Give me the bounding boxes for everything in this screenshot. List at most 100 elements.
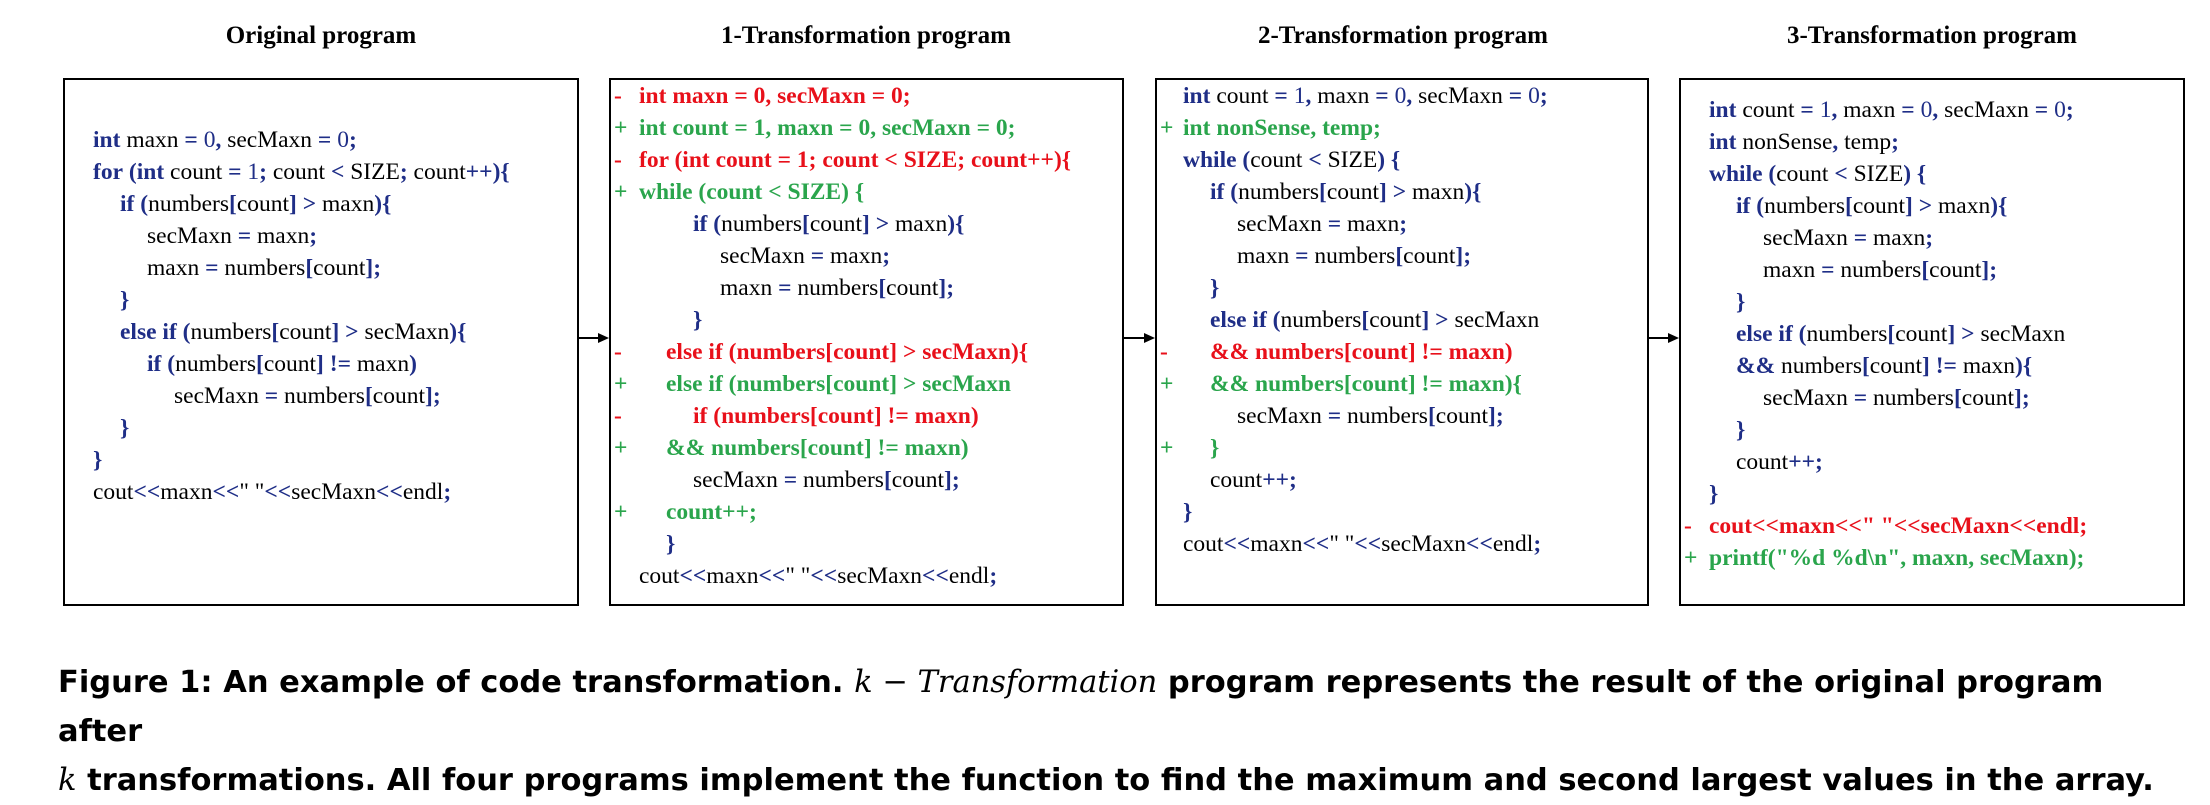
diff-marker: +: [1160, 371, 1174, 397]
code-line: int count = 1, maxn = 0, secMaxn = 0;: [1681, 94, 2183, 126]
code-line: -else if (numbers[count] > secMaxn){: [611, 336, 1122, 368]
panel-2-transformation: int count = 1, maxn = 0, secMaxn = 0; + in…: [1155, 78, 1649, 606]
code-line: else if (numbers[count] > secMaxn: [1157, 304, 1647, 336]
code-2-transformation: int count = 1, maxn = 0, secMaxn = 0; + in…: [1157, 80, 1647, 560]
code-text: maxn = numbers[count];: [1237, 243, 1472, 269]
code-line: }: [611, 528, 1122, 560]
code-text: cout<<maxn<<" "<<secMaxn<<endl;: [1709, 513, 2088, 539]
code-text: if (numbers[count] != maxn): [693, 403, 979, 429]
code-line: + count++;: [611, 496, 1122, 528]
code-line: else if (numbers[count] > secMaxn){: [65, 316, 577, 348]
diff-marker: +: [614, 435, 628, 461]
code-line: }: [1681, 286, 2183, 318]
code-line: int count = 1, maxn = 0, secMaxn = 0;: [1157, 80, 1647, 112]
title-1-transformation: 1-Transformation program: [720, 22, 1011, 49]
diff-marker: +: [1684, 545, 1698, 571]
code-line: maxn = numbers[count];: [1681, 254, 2183, 286]
code-text: if (numbers[count] > maxn){: [1210, 179, 1482, 205]
code-text: && numbers[count] != maxn){: [1210, 371, 1522, 397]
code-text: else if (numbers[count] > secMaxn){: [120, 319, 467, 345]
figure-caption: Figure 1: An example of code transformat…: [58, 658, 2188, 805]
diff-marker: +: [1160, 435, 1174, 461]
diff-marker: +: [1160, 115, 1174, 141]
figure: Original program 1-Transformation progra…: [58, 22, 2185, 798]
code-line: }: [65, 412, 577, 444]
code-line: if (numbers[count] > maxn){: [611, 208, 1122, 240]
code-text: if (numbers[count] > maxn){: [120, 191, 392, 217]
diff-marker: +: [614, 179, 628, 205]
code-line: secMaxn = maxn;: [1157, 208, 1647, 240]
code-text: cout<<maxn<<" "<<secMaxn<<endl;: [93, 479, 452, 505]
code-text: int count = 1, maxn = 0, secMaxn = 0;: [1183, 83, 1548, 109]
caption-label: Figure 1: An example of code transformat…: [58, 665, 844, 700]
caption-math-k: k: [58, 763, 77, 798]
code-text: int count = 1, maxn = 0, secMaxn = 0;: [639, 115, 1016, 141]
arrow-right-icon: [579, 332, 609, 344]
code-line: maxn = numbers[count];: [65, 252, 577, 284]
code-text: }: [1210, 435, 1220, 461]
code-line: while (count < SIZE) {: [1157, 144, 1647, 176]
diff-marker: +: [614, 499, 628, 525]
code-line: for (int count = 1; count < SIZE; count+…: [65, 156, 577, 188]
diff-marker: -: [1684, 513, 1692, 539]
arrow-right-icon: [1649, 332, 1679, 344]
diff-marker: -: [1160, 339, 1168, 365]
code-text: secMaxn = numbers[count];: [174, 383, 441, 409]
code-text: secMaxn = numbers[count];: [1237, 403, 1504, 429]
code-text: cout<<maxn<<" "<<secMaxn<<endl;: [1183, 531, 1542, 557]
code-line: count++;: [1157, 464, 1647, 496]
code-text: int nonSense, temp;: [1183, 115, 1381, 141]
code-text: else if (numbers[count] > secMaxn: [666, 371, 1012, 397]
code-text: for (int count = 1; count < SIZE; count+…: [93, 159, 510, 185]
code-line: secMaxn = numbers[count];: [1157, 400, 1647, 432]
arrow-right-icon: [1124, 332, 1155, 344]
code-text: }: [120, 415, 130, 441]
code-line: cout<<maxn<<" "<<secMaxn<<endl;: [611, 560, 1122, 592]
code-line: maxn = numbers[count];: [611, 272, 1122, 304]
title-2-transformation: 2-Transformation program: [1257, 22, 1548, 49]
code-text: maxn = numbers[count];: [147, 255, 382, 281]
code-text: maxn = numbers[count];: [720, 275, 955, 301]
diff-marker: -: [614, 339, 622, 365]
code-line: -int maxn = 0, secMaxn = 0;: [611, 80, 1122, 112]
code-line: }: [611, 304, 1122, 336]
title-original: Original program: [225, 22, 417, 49]
code-text: for (int count = 1; count < SIZE; count+…: [639, 147, 1072, 173]
code-line: secMaxn = numbers[count];: [611, 464, 1122, 496]
diff-marker: -: [614, 147, 622, 173]
code-line: secMaxn = maxn;: [1681, 222, 2183, 254]
code-text: }: [1210, 275, 1220, 301]
caption-math: k − Transformation: [854, 665, 1158, 700]
code-text: int maxn = 0, secMaxn = 0;: [93, 127, 357, 153]
code-text: && numbers[count] != maxn): [666, 435, 969, 461]
code-text: if (numbers[count] > maxn){: [1736, 193, 2008, 219]
code-text: secMaxn = maxn;: [1763, 225, 1934, 251]
code-text: }: [666, 531, 676, 557]
code-line: -for (int count = 1; count < SIZE; count…: [611, 144, 1122, 176]
diff-marker: -: [614, 403, 622, 429]
code-text: printf("%d %d\n", maxn, secMaxn);: [1709, 545, 2085, 571]
code-line: }: [1681, 478, 2183, 510]
code-text: else if (numbers[count] > secMaxn: [1210, 307, 1540, 333]
code-line: if (numbers[count] > maxn){: [65, 188, 577, 220]
code-line: +}: [1157, 432, 1647, 464]
code-line: count++;: [1681, 446, 2183, 478]
code-text: && numbers[count] != maxn): [1210, 339, 1513, 365]
title-3-transformation: 3-Transformation program: [1786, 22, 2077, 49]
code-text: if (numbers[count] != maxn): [147, 351, 417, 377]
code-text: count++;: [1210, 467, 1297, 493]
code-line: maxn = numbers[count];: [1157, 240, 1647, 272]
code-line: -cout<<maxn<<" "<<secMaxn<<endl;: [1681, 510, 2183, 542]
code-text: secMaxn = maxn;: [147, 223, 318, 249]
code-line: - && numbers[count] != maxn): [1157, 336, 1647, 368]
code-text: && numbers[count] != maxn){: [1736, 353, 2033, 379]
code-text: }: [120, 287, 130, 313]
code-text: count++;: [666, 499, 757, 525]
code-line: + && numbers[count] != maxn): [611, 432, 1122, 464]
code-line: + printf("%d %d\n", maxn, secMaxn);: [1681, 542, 2183, 574]
code-text: }: [1709, 481, 1719, 507]
diff-marker: +: [614, 371, 628, 397]
code-line: - if (numbers[count] != maxn): [611, 400, 1122, 432]
diff-marker: -: [614, 83, 622, 109]
code-text: }: [1736, 289, 1746, 315]
